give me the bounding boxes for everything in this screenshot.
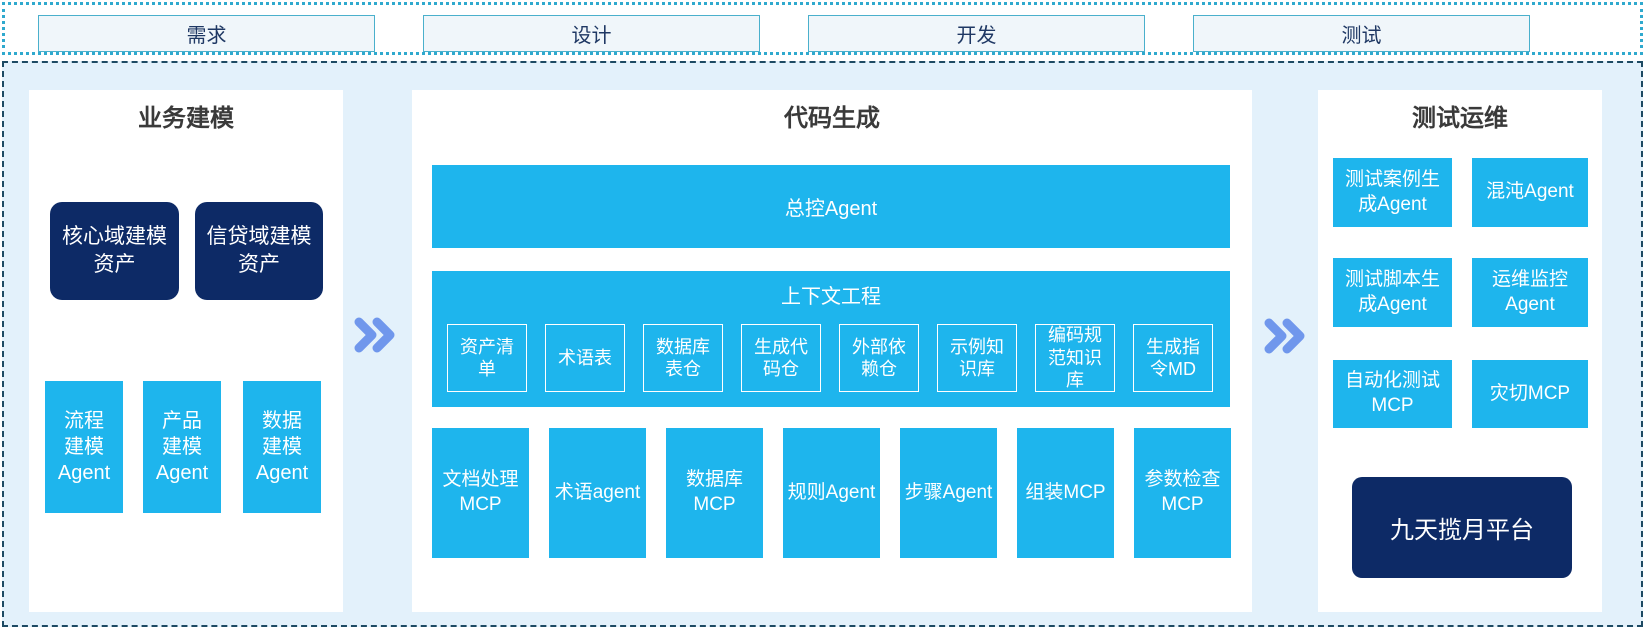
ctx-box-example-kb: 示例知 识库 bbox=[937, 324, 1017, 392]
process-modeling-agent-box: 流程 建模 Agent bbox=[45, 381, 123, 513]
code-generation-panel: 代码生成 总控Agent 上下文工程 资产清 单 术语表 数据库 表仓 生成代 … bbox=[412, 90, 1252, 612]
ctx-box-glossary: 术语表 bbox=[545, 324, 625, 392]
phase-strip: 需求 设计 开发 测试 bbox=[2, 2, 1643, 55]
tool-box-database-mcp: 数据库 MCP bbox=[666, 428, 763, 558]
phase-requirements: 需求 bbox=[38, 15, 375, 52]
jiutian-platform-box: 九天揽月平台 bbox=[1352, 477, 1572, 578]
ctx-box-external-deps-repo: 外部依 赖仓 bbox=[839, 324, 919, 392]
tool-box-assemble-mcp: 组装MCP bbox=[1017, 428, 1114, 558]
flow-arrow-right bbox=[1262, 318, 1306, 354]
double-chevron-right-icon bbox=[354, 317, 395, 353]
credit-domain-asset-box: 信贷域建模 资产 bbox=[195, 202, 323, 300]
phase-design: 设计 bbox=[423, 15, 760, 52]
test-ops-panel: 测试运维 测试案例生 成Agent 混沌Agent 测试脚本生 成Agent 运… bbox=[1318, 90, 1602, 612]
tool-box-glossary-agent: 术语agent bbox=[549, 428, 646, 558]
phase-testing: 测试 bbox=[1193, 15, 1530, 52]
context-engineering-bar: 上下文工程 资产清 单 术语表 数据库 表仓 生成代 码仓 外部依 赖仓 示例知… bbox=[432, 271, 1230, 407]
ctx-box-asset-list: 资产清 单 bbox=[447, 324, 527, 392]
test-ops-title: 测试运维 bbox=[1412, 105, 1508, 132]
test-case-gen-agent-box: 测试案例生 成Agent bbox=[1333, 158, 1452, 227]
data-modeling-agent-box: 数据 建模 Agent bbox=[243, 381, 321, 513]
auto-test-mcp-box: 自动化测试 MCP bbox=[1333, 360, 1452, 428]
flow-arrow-left bbox=[352, 317, 396, 353]
ctx-box-codegen-repo: 生成代 码仓 bbox=[741, 324, 821, 392]
phase-development: 开发 bbox=[808, 15, 1145, 52]
business-modeling-title: 业务建模 bbox=[138, 105, 234, 132]
tool-box-step-agent: 步骤Agent bbox=[900, 428, 997, 558]
product-modeling-agent-box: 产品 建模 Agent bbox=[143, 381, 221, 513]
tool-box-doc-process-mcp: 文档处理 MCP bbox=[432, 428, 529, 558]
code-generation-title: 代码生成 bbox=[784, 105, 880, 132]
core-domain-asset-box: 核心域建模 资产 bbox=[50, 202, 179, 300]
test-script-gen-agent-box: 测试脚本生 成Agent bbox=[1333, 258, 1452, 327]
tool-box-rule-agent: 规则Agent bbox=[783, 428, 880, 558]
disaster-switch-mcp-box: 灾切MCP bbox=[1472, 360, 1588, 428]
master-agent-bar: 总控Agent bbox=[432, 165, 1230, 248]
context-engineering-title: 上下文工程 bbox=[781, 286, 881, 308]
double-chevron-right-icon bbox=[1264, 318, 1305, 354]
ctx-box-db-table-repo: 数据库 表仓 bbox=[643, 324, 723, 392]
ops-monitor-agent-box: 运维监控 Agent bbox=[1472, 258, 1588, 327]
chaos-agent-box: 混沌Agent bbox=[1472, 158, 1588, 227]
business-modeling-panel: 业务建模 核心域建模 资产 信贷域建模 资产 流程 建模 Agent 产品 建模… bbox=[29, 90, 343, 612]
ctx-box-coding-standard-kb: 编码规 范知识 库 bbox=[1035, 324, 1115, 392]
tool-box-param-check-mcp: 参数检查 MCP bbox=[1134, 428, 1231, 558]
ctx-box-gen-instruction-md: 生成指 令MD bbox=[1133, 324, 1213, 392]
